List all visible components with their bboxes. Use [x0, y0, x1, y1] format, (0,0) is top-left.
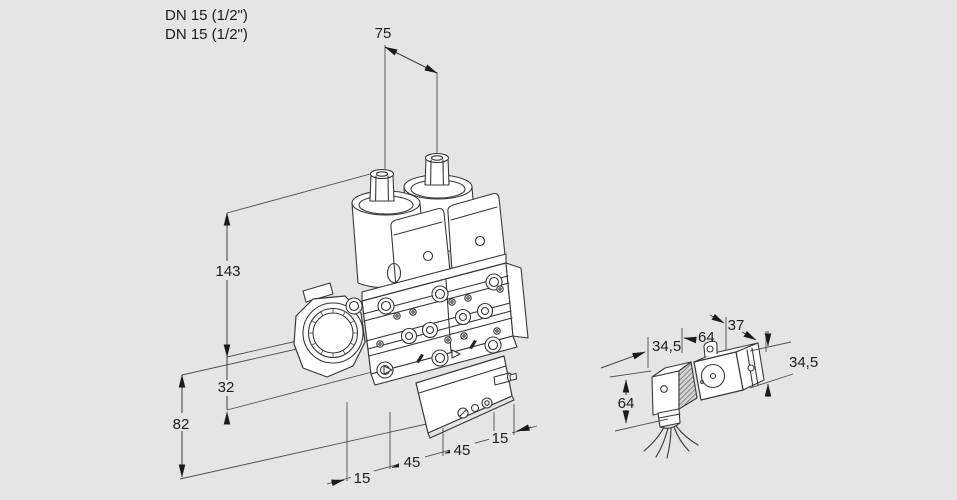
dim-label-64-top: 64 — [698, 329, 715, 346]
main-view-dimensions: 75 143 32 82 15 45 45 15 — [168, 25, 538, 487]
extension-lines — [179, 45, 441, 480]
dim-label-82: 82 — [173, 416, 190, 433]
flow-direction-marks — [383, 340, 477, 375]
dim-label-37: 37 — [728, 317, 745, 334]
dim-label-34-5-top: 34,5 — [652, 338, 681, 355]
dim-label-15-left: 15 — [354, 470, 371, 487]
thread-ticks — [308, 308, 358, 358]
port-size-label-1: DN 15 (1/2") — [165, 7, 248, 24]
dim-label-45-left: 45 — [404, 454, 421, 471]
small-screws — [376, 285, 504, 348]
pressure-test-bosses — [400, 302, 494, 345]
mounting-screws — [345, 273, 503, 379]
dim-label-64-left: 64 — [618, 395, 635, 412]
valve-figure — [293, 152, 529, 439]
connector-wires — [643, 425, 699, 459]
dim-label-45-right: 45 — [454, 442, 471, 459]
coil-detail-dimensions: 34,5 64 37 34,5 64 — [600, 313, 818, 432]
dim-label-34-5-right: 34,5 — [789, 354, 818, 371]
coil-detail-figure — [643, 340, 765, 459]
port-size-label-2: DN 15 (1/2") — [165, 26, 248, 43]
dim-label-32: 32 — [218, 379, 235, 396]
dim-label-15-right: 15 — [492, 430, 509, 447]
dim-label-143: 143 — [215, 263, 240, 280]
dim-label-75: 75 — [375, 25, 392, 42]
